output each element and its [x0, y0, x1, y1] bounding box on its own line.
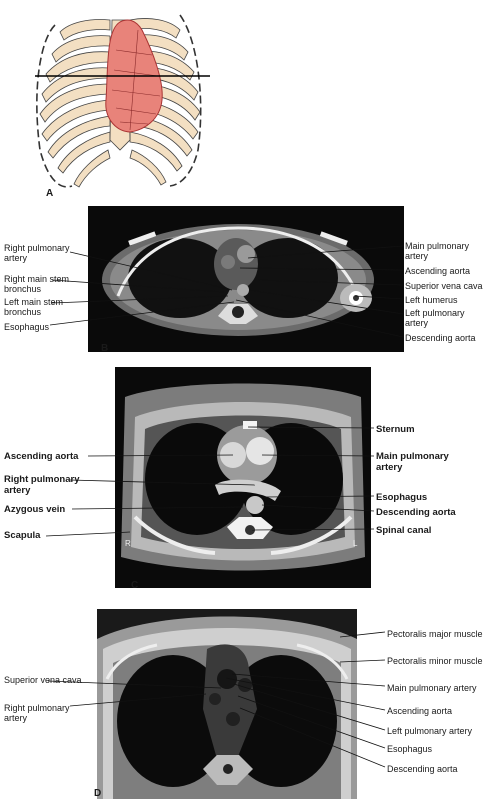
label-c-spinal-canal: Spinal canal: [376, 525, 432, 536]
label-b-esophagus: Esophagus: [4, 322, 50, 332]
label-c-right-pulmonary-artery: Right pulmonary artery: [4, 474, 80, 496]
label-b-left-main-stem-bronchus: Left main stem bronchus: [4, 297, 64, 317]
scan-c-marker-r: R: [125, 539, 131, 548]
panel-a: A: [20, 0, 220, 200]
label-d-main-pulmonary-artery: Main pulmonary artery: [387, 683, 477, 693]
label-d-pectoralis-minor-muscle: Pectoralis minor muscle: [387, 656, 483, 666]
panel-c-scan: R L: [115, 367, 371, 588]
label-b-left-humerus: Left humerus: [405, 295, 458, 305]
label-d-left-pulmonary-artery: Left pulmonary artery: [387, 726, 473, 736]
label-d-descending-aorta: Descending aorta: [387, 764, 458, 774]
label-d-esophagus: Esophagus: [387, 744, 433, 754]
panel-d-scan: [97, 609, 357, 799]
label-d-ascending-aorta: Ascending aorta: [387, 706, 453, 716]
panel-b-letter: B: [101, 343, 109, 354]
label-c-descending-aorta: Descending aorta: [376, 507, 456, 518]
label-c-esophagus: Esophagus: [376, 492, 428, 503]
label-b-main-pulmonary-artery: Main pulmonary artery: [405, 241, 470, 261]
label-b-left-pulmonary-artery: Left pulmonary artery: [405, 308, 465, 328]
panel-a-letter: A: [46, 188, 54, 199]
label-b-descending-aorta: Descending aorta: [405, 333, 476, 343]
label-c-scapula: Scapula: [4, 530, 41, 541]
label-c-ascending-aorta: Ascending aorta: [4, 451, 79, 462]
panel-d-letter: D: [94, 788, 102, 799]
label-b-right-main-stem-bronchus: Right main stem bronchus: [4, 274, 70, 294]
label-d-superior-vena-cava: Superior vena cava: [4, 675, 82, 685]
label-b-superior-vena-cava: Superior vena cava: [405, 281, 483, 291]
label-b-right-pulmonary-artery: Right pulmonary artery: [4, 243, 70, 263]
scan-c-marker-l: L: [353, 539, 358, 548]
label-d-pectoralis-major-muscle: Pectoralis major muscle: [387, 629, 483, 639]
panel-b-scan: [88, 206, 404, 352]
panel-c-letter: C: [131, 580, 139, 591]
label-c-main-pulmonary-artery: Main pulmonary artery: [376, 451, 449, 473]
label-b-ascending-aorta: Ascending aorta: [405, 266, 471, 276]
label-d-right-pulmonary-artery: Right pulmonary artery: [4, 703, 70, 723]
thorax-illustration: [35, 14, 210, 188]
label-c-sternum: Sternum: [376, 424, 415, 435]
label-c-azygous-vein: Azygous vein: [4, 504, 66, 515]
